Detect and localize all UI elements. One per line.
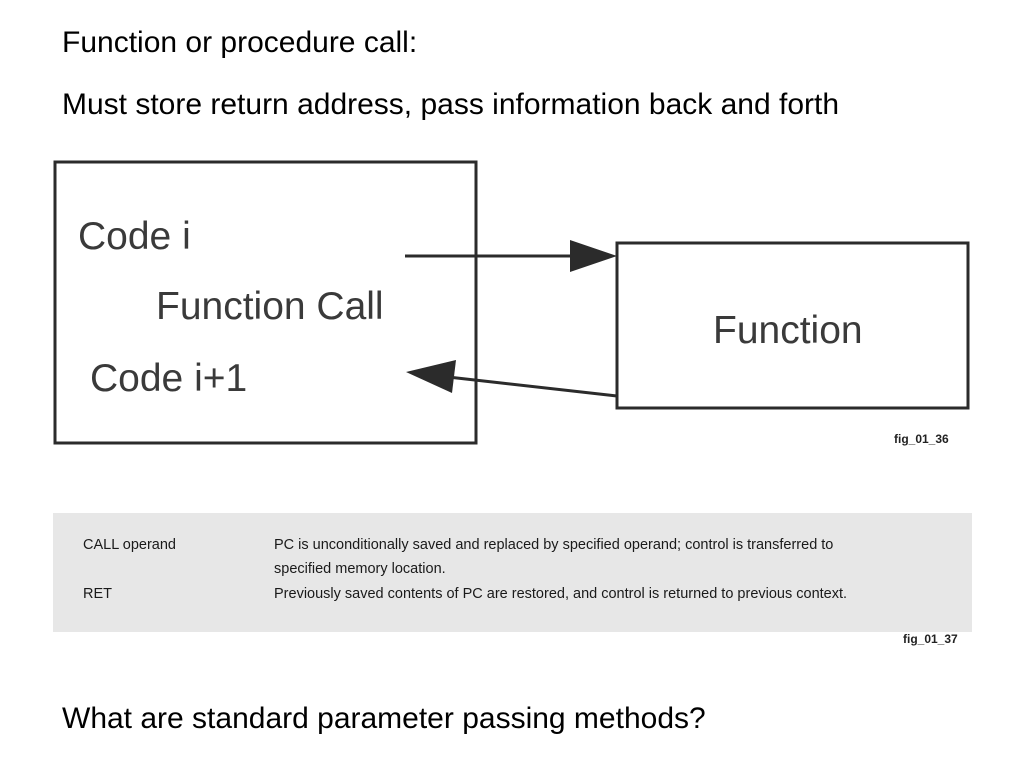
- caller-code-i: Code i: [78, 215, 191, 258]
- caller-code-i-plus-1: Code i+1: [90, 357, 248, 400]
- table-row-ret-description: Previously saved contents of PC are rest…: [274, 582, 847, 606]
- caller-box: [53, 160, 478, 445]
- question-text: What are standard parameter passing meth…: [62, 702, 706, 735]
- call-description-line-1: PC is unconditionally saved and replaced…: [274, 537, 834, 553]
- table-row-call-operand: CALL operand: [83, 537, 176, 553]
- function-box: [615, 241, 970, 410]
- ret-description-line-1: Previously saved contents of PC are rest…: [274, 586, 848, 602]
- call-arrowhead: [570, 240, 617, 272]
- heading-line-2: Must store return address, pass informat…: [62, 88, 840, 121]
- return-arrowhead: [406, 360, 456, 393]
- function-label: Function: [713, 309, 863, 352]
- instruction-table: CALL operand PC is unconditionally saved…: [53, 513, 972, 632]
- figure-label-1: fig_01_36: [894, 432, 949, 446]
- table-row-call-description: PC is unconditionally saved and replaced…: [274, 533, 833, 581]
- figure-label-2: fig_01_37: [903, 632, 958, 646]
- call-description-line-2: specified memory location.: [274, 561, 446, 577]
- table-row-ret-operand: RET: [83, 586, 112, 602]
- return-arrow-line: [447, 375, 618, 398]
- heading-line-1: Function or procedure call:: [62, 26, 418, 59]
- caller-function-call: Function Call: [156, 285, 384, 328]
